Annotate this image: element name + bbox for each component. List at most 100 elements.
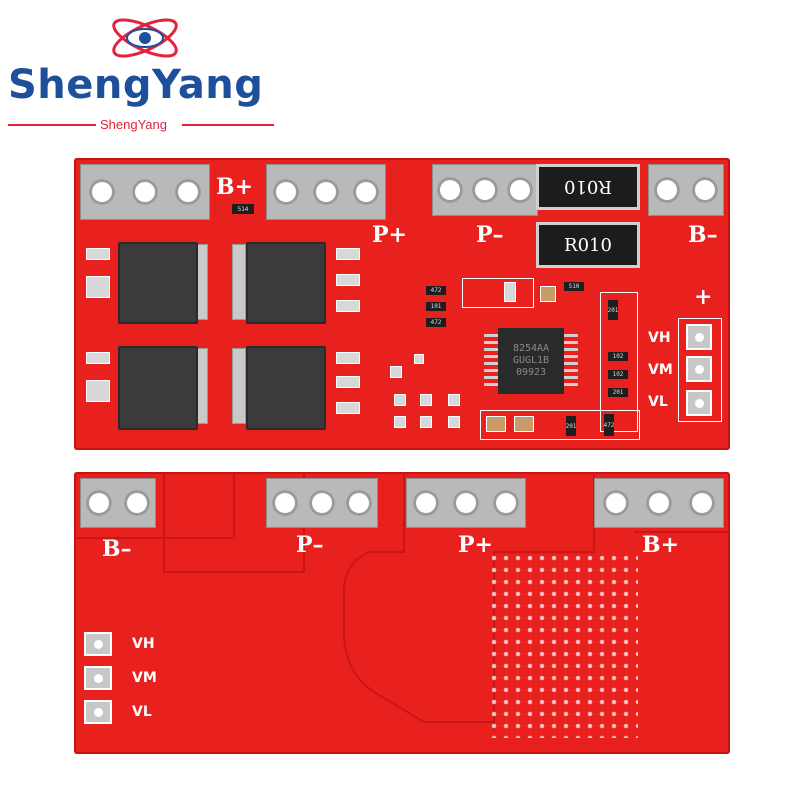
smd-101: 101 (426, 302, 446, 311)
label-b-minus-back: B– (102, 536, 132, 562)
b-plus-terminal-pads (80, 164, 210, 220)
brand-divider-right (182, 124, 274, 126)
terminal-hole (308, 490, 335, 516)
smd-pad (448, 416, 460, 428)
mosfet-lead (336, 300, 360, 312)
terminal-hole (273, 179, 299, 205)
shunt-resistor-bottom: R010 (536, 222, 640, 268)
smd-pad (390, 366, 402, 378)
terminal-hole (602, 490, 629, 516)
mosfet-lead (336, 376, 360, 388)
terminal-hole (271, 490, 298, 516)
terminal-hole (645, 490, 672, 516)
terminal-hole (353, 179, 379, 205)
vm-back-pad (84, 666, 112, 690)
chip-marking-line-3: 09923 (515, 367, 547, 378)
smd-capacitor (514, 416, 534, 432)
label-vl-back: VL (132, 704, 152, 720)
smd-102-b: 102 (608, 370, 628, 379)
brand-title: ShengYang (8, 62, 264, 108)
smd-510: 510 (564, 282, 584, 291)
via-grid (488, 552, 638, 738)
protection-ic-chip: 8254AA GUGL1B 09923 (498, 328, 564, 394)
vh-pad (686, 324, 712, 350)
component-outline (480, 410, 640, 440)
terminal-hole (493, 490, 519, 516)
chip-pins-right (564, 334, 578, 390)
terminal-hole (124, 490, 150, 516)
b-minus-back-pads (80, 478, 156, 528)
label-p-minus-top: P– (476, 222, 504, 248)
mosfet-lead (86, 276, 110, 298)
shunt-resistor-top: R010 (536, 164, 640, 210)
mosfet-lead (86, 248, 110, 260)
terminal-hole (175, 179, 202, 205)
bottom-pcb-board: B– P– P+ B+ VH VM VL (74, 472, 730, 754)
label-b-plus-top: B+ (216, 174, 254, 200)
terminal-hole (453, 490, 479, 516)
smd-472-b: 472 (426, 318, 446, 327)
smd-pad (420, 394, 432, 406)
b-minus-terminal-pads (648, 164, 724, 216)
smd-514: 514 (232, 204, 254, 214)
smd-capacitor (540, 286, 556, 302)
chip-marking-line-2: GUGL1B (512, 355, 550, 366)
mosfet-4 (246, 346, 326, 430)
label-vh-back: VH (132, 636, 155, 652)
mosfet-3 (118, 346, 198, 430)
label-vh-top: VH (648, 330, 671, 346)
p-plus-back-pads (406, 478, 526, 528)
terminal-hole (689, 490, 716, 516)
vh-back-pad (84, 632, 112, 656)
vm-pad (686, 356, 712, 382)
terminal-hole (346, 490, 373, 516)
vl-back-pad (84, 700, 112, 724)
mosfet-lead (336, 274, 360, 286)
smd-102: 102 (608, 352, 628, 361)
mosfet-tab (232, 348, 246, 424)
label-b-plus-back: B+ (642, 532, 680, 558)
chip-marking-line-1: 8254AA (512, 343, 550, 354)
smd-pad (394, 394, 406, 406)
mosfet-1 (118, 242, 198, 324)
top-pcb-board: B+ P+ 514 P– R010 R010 B– 472 101 472 51… (74, 158, 730, 450)
label-p-minus-back: P– (296, 532, 324, 558)
label-b-minus-top: B– (688, 222, 718, 248)
terminal-hole (436, 177, 463, 203)
label-plus-top: + (694, 284, 713, 310)
mosfet-lead (336, 352, 360, 364)
component-outline (462, 278, 534, 308)
terminal-hole (413, 490, 439, 516)
smd-201-b: 201 (608, 388, 628, 397)
label-p-plus-top: P+ (372, 222, 407, 248)
mosfet-2 (246, 242, 326, 324)
terminal-hole (88, 179, 115, 205)
smd-pad (420, 416, 432, 428)
smd-pad (394, 416, 406, 428)
terminal-hole (507, 177, 534, 203)
eye-orbit-logo-icon (112, 18, 178, 58)
label-vm-back: VM (132, 670, 157, 686)
p-plus-terminal-pads (266, 164, 386, 220)
b-plus-back-pads (594, 478, 724, 528)
label-vm-top: VM (648, 362, 673, 378)
terminal-hole (471, 177, 498, 203)
smd-capacitor (504, 282, 516, 302)
terminal-hole (131, 179, 158, 205)
terminal-hole (313, 179, 339, 205)
label-p-plus-back: P+ (458, 532, 493, 558)
chip-pins-left (484, 334, 498, 390)
mosfet-lead (336, 248, 360, 260)
vl-pad (686, 390, 712, 416)
terminal-hole (654, 177, 680, 203)
mosfet-lead (86, 380, 110, 402)
label-vl-top: VL (648, 394, 668, 410)
smd-pad (414, 354, 424, 364)
mosfet-tab (232, 244, 246, 320)
p-minus-terminal-pads (432, 164, 538, 216)
smd-201-c: 201 (566, 416, 576, 436)
terminal-hole (86, 490, 112, 516)
mosfet-lead (336, 402, 360, 414)
component-outline (600, 292, 638, 432)
smd-472-c: 472 (604, 414, 614, 436)
